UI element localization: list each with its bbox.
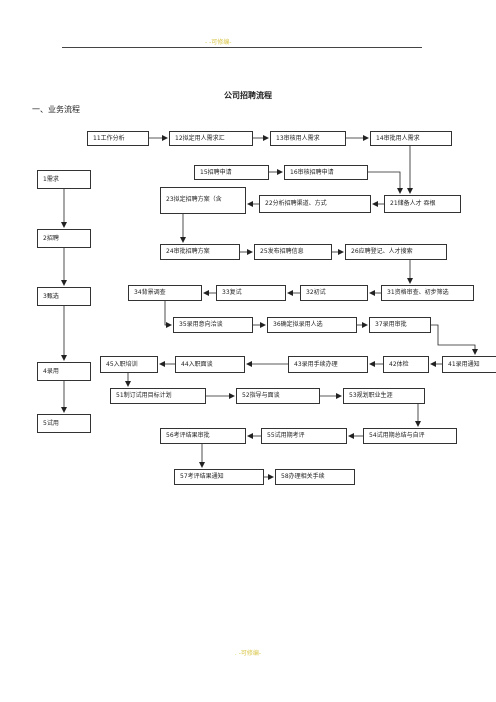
step-33-second-interview: 33复试 <box>216 285 286 301</box>
stage-recruit: 2招聘 <box>37 229 91 248</box>
step-31-screening: 31资格审查、初步筛选 <box>381 285 474 301</box>
step-26-registration: 26应聘登记、人才搜索 <box>345 244 447 260</box>
arrow-16-21 <box>368 171 403 194</box>
step-55-trial-evaluation: 55试用期考评 <box>261 428 347 444</box>
step-32-first-interview: 32初试 <box>300 285 368 301</box>
step-37-hire-approval: 37录用审批 <box>369 317 431 333</box>
step-43-hire-procedures: 43录用手续办理 <box>288 356 368 373</box>
step-11-job-analysis: 11工作分析 <box>87 131 149 146</box>
step-22-analyze-channels: 22分析招聘渠道、方式 <box>259 195 371 213</box>
step-14-approve-demand: 14审批用人需求 <box>370 131 452 146</box>
step-53-career-plan: 53规划职业生涯 <box>343 388 425 404</box>
page-footer-text: . -可修编- <box>234 650 262 657</box>
step-41-hire-notice: 41录用通知 <box>442 356 496 373</box>
page-header-text: - -可修编- <box>205 39 232 46</box>
step-57-result-notice: 57考评结果通知 <box>174 469 264 485</box>
step-15-recruit-request: 15招聘申请 <box>194 165 269 180</box>
header-rule <box>62 47 422 48</box>
section-heading: 一、业务流程 <box>32 105 80 114</box>
step-54-self-review: 54试用期总结与自评 <box>363 428 457 444</box>
stage-probation: 5试用 <box>37 414 91 433</box>
arrow-37-41 <box>431 324 478 355</box>
step-34-background-check: 34背景调查 <box>128 285 202 301</box>
step-21-talent-pool: 21储备人才 吞根 <box>384 195 461 213</box>
step-36-confirm-candidate: 36确定拟录用人选 <box>267 317 357 333</box>
stage-hire: 4录用 <box>37 362 91 381</box>
step-52-guidance: 52指导与面谈 <box>236 388 320 404</box>
step-42-medical-check: 42体检 <box>383 356 429 373</box>
step-51-trial-plan: 51制订试用目标计划 <box>110 388 206 404</box>
step-12-draft-demand: 12拟定用人需求汇 <box>169 131 253 146</box>
step-13-review-demand: 13审核用人需求 <box>270 131 346 146</box>
step-35-offer-talk: 35录用意向洽谈 <box>173 317 253 333</box>
step-23-draft-plan: 23拟定招聘方案（含 <box>160 187 246 214</box>
step-24-approve-plan: 24审批招聘方案 <box>160 244 240 260</box>
step-44-onboard-talk: 44入职面谈 <box>175 356 245 373</box>
step-58-procedures: 58办理相关手续 <box>275 469 355 485</box>
step-45-onboard-training: 45入职培训 <box>100 356 158 373</box>
document-title: 公司招聘流程 <box>224 91 272 100</box>
stage-need: 1需求 <box>37 170 91 189</box>
step-56-result-approval: 56考评结果审批 <box>160 428 246 444</box>
arrow-34-35 <box>164 301 172 328</box>
step-25-publish-info: 25发布招聘信息 <box>254 244 332 260</box>
stage-select: 3甄选 <box>37 287 91 306</box>
step-16-review-request: 16审核招聘申请 <box>284 165 368 180</box>
